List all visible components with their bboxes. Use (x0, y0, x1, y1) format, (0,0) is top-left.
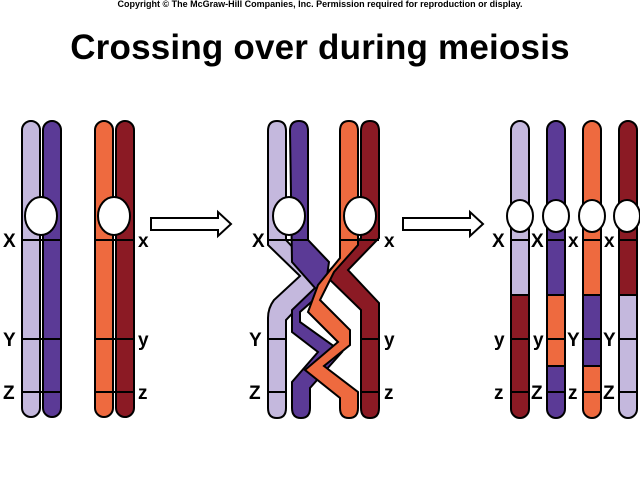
gene-label-y: y (138, 330, 149, 351)
gene-bands (268, 239, 379, 393)
recombinant-chromatid-3 (582, 120, 602, 419)
chromatid-dark-purple (288, 119, 344, 420)
centromere (97, 196, 131, 236)
centromere (343, 196, 377, 236)
chromatid-orange (94, 120, 114, 418)
gene-label-X: X (3, 231, 16, 252)
recombinant-chromatid-1 (510, 120, 530, 419)
gene-label-y: y (384, 330, 395, 351)
gene-label-x: x (384, 231, 395, 252)
chromatid-dark-red (115, 120, 135, 418)
gene-label-Y: Y (249, 330, 262, 351)
gene-label: Z (531, 383, 543, 404)
gene-label: X (531, 231, 544, 252)
gene-label-Z: Z (3, 383, 15, 404)
chromatid-orange (303, 119, 359, 420)
gene-label-Z: Z (249, 383, 261, 404)
centromere (24, 196, 58, 236)
gene-label: x (604, 231, 615, 252)
centromere (506, 199, 534, 233)
chromatid-dark-red (323, 119, 380, 420)
chromatid-light-purple (267, 119, 325, 420)
panel-before: X Y Z x y z (3, 120, 149, 418)
gene-label: X (492, 231, 505, 252)
gene-label: Y (603, 330, 616, 351)
recombinant-chromatid-2 (546, 120, 566, 419)
chromatid-dark-purple (42, 120, 62, 418)
recombinant-chromatid-4 (618, 120, 638, 419)
gene-label-x: x (138, 231, 149, 252)
gene-label-z: z (138, 383, 148, 404)
gene-label-Y: Y (3, 330, 16, 351)
arrow-right-icon (150, 209, 233, 239)
gene-label-X: X (252, 231, 265, 252)
gene-bands (22, 239, 134, 393)
gene-label: x (568, 231, 579, 252)
centromere (578, 199, 606, 233)
gene-label: Y (567, 330, 580, 351)
panel-after: X y z X y Z x Y z x Y Z (492, 120, 640, 419)
chromatid-light-purple (21, 120, 41, 418)
gene-label: z (568, 383, 578, 404)
page-title: Crossing over during meiosis (70, 28, 570, 67)
gene-bands (511, 239, 637, 393)
gene-label: y (494, 330, 505, 351)
gene-label: y (533, 330, 544, 351)
gene-label: z (494, 383, 504, 404)
panel-crossing: X Y Z x y z (249, 119, 395, 420)
centromere (613, 199, 640, 233)
arrow-right-icon (402, 209, 485, 239)
copyright-notice: Copyright © The McGraw-Hill Companies, I… (117, 0, 523, 9)
centromere (542, 199, 570, 233)
centromere (272, 196, 306, 236)
gene-label-z: z (384, 383, 394, 404)
gene-label: Z (603, 383, 615, 404)
